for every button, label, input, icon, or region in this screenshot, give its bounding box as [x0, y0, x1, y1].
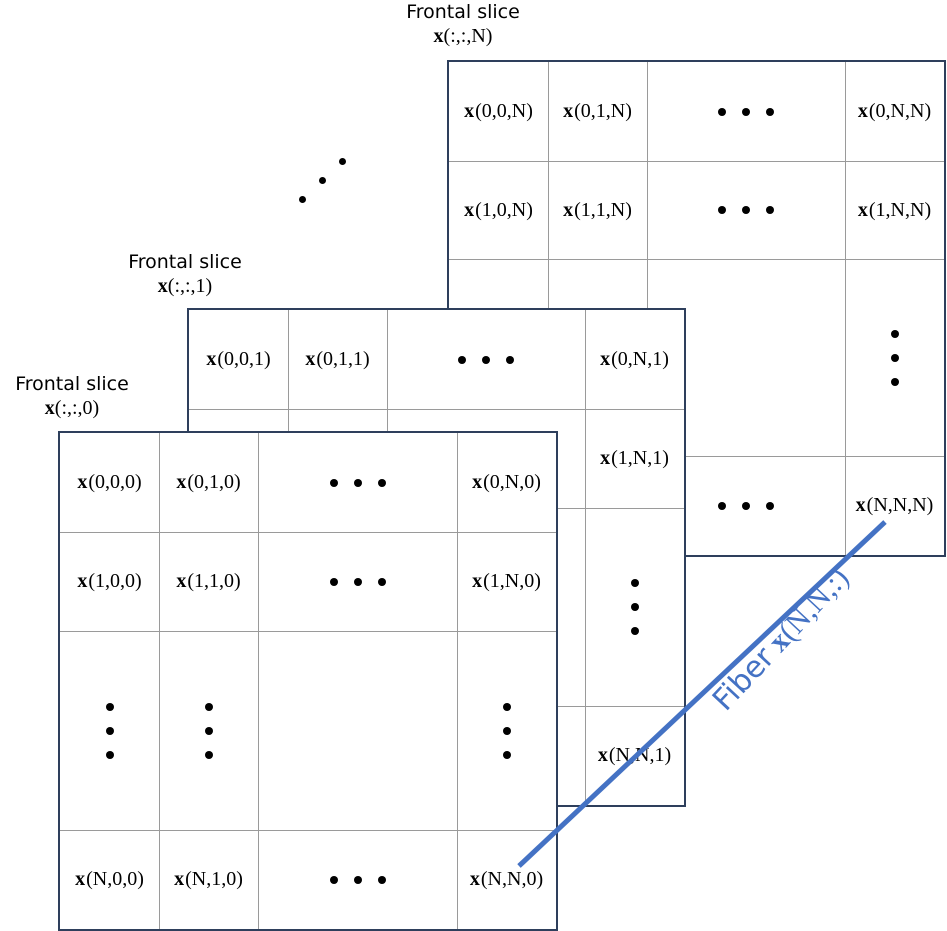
tensor-element: x(0,N,1)	[600, 348, 669, 370]
tensor-element: x(1,0,N)	[464, 198, 533, 221]
tensor-element: x(0,0,N)	[464, 100, 533, 122]
tensor-element: x(0,N,N)	[857, 100, 932, 122]
grid-line-vertical	[585, 310, 586, 805]
tensor-element: x(1,N,N)	[857, 198, 932, 221]
horizontal-ellipsis	[387, 310, 585, 409]
grid-line-horizontal	[60, 830, 556, 831]
horizontal-ellipsis	[647, 62, 845, 161]
grid-line-horizontal	[60, 631, 556, 632]
vertical-ellipsis	[159, 631, 258, 830]
tensor-element: x(0,0,0)	[77, 471, 142, 493]
grid-line-vertical	[258, 433, 259, 929]
horizontal-ellipsis	[258, 433, 457, 532]
grid-line-vertical	[159, 433, 160, 929]
diagonal-dot-1	[339, 158, 346, 165]
tensor-element: x(0,1,0)	[176, 471, 241, 493]
tensor-symbol: x	[433, 25, 444, 47]
slice-title-n-label: Frontal slice	[406, 1, 520, 23]
vertical-ellipsis	[585, 508, 684, 706]
vertical-ellipsis	[60, 631, 159, 830]
tensor-element: x(1,1,N)	[563, 198, 632, 221]
horizontal-ellipsis	[258, 830, 457, 929]
tensor-element: x(1,N,0)	[472, 570, 541, 592]
grid-line-horizontal	[449, 161, 944, 162]
slice-title-0-index: (:,:,0)	[54, 397, 100, 419]
vertical-ellipsis	[845, 259, 944, 456]
tensor-element: x(0,0,1)	[206, 348, 271, 370]
vertical-ellipsis	[457, 631, 556, 830]
slice-title-n: Frontal slice x(:,:,N)	[368, 0, 558, 48]
tensor-symbol: x	[157, 275, 168, 297]
horizontal-ellipsis	[647, 161, 845, 259]
grid-line-horizontal	[60, 532, 556, 533]
slice-title-1: Frontal slice x(:,:,1)	[100, 250, 270, 298]
fiber-line	[517, 520, 887, 868]
tensor-element: x(0,1,N)	[563, 100, 632, 122]
tensor-symbol: x	[44, 397, 55, 419]
tensor-element: x(N,N,0)	[469, 868, 544, 890]
slice-title-n-index: (:,:,N)	[443, 25, 493, 47]
tensor-element: x(0,1,1)	[305, 348, 370, 370]
diagonal-dot-2	[319, 177, 326, 184]
diagonal-dot-3	[299, 196, 306, 203]
tensor-element: x(N,0,0)	[75, 868, 144, 890]
horizontal-ellipsis	[258, 532, 457, 631]
slice-title-1-expr: x(:,:,1)	[100, 274, 270, 298]
tensor-element: x(1,N,1)	[600, 447, 669, 469]
slice-title-1-label: Frontal slice	[128, 251, 242, 273]
slice-title-0: Frontal slice x(:,:,0)	[0, 372, 158, 420]
frontal-slice-0: x(0,0,0) x(0,1,0) x(0,N,0) x(1,0,0) x(1,1,0)…	[58, 431, 558, 931]
tensor-element: x(N,N,N)	[855, 494, 934, 516]
slice-title-0-expr: x(:,:,0)	[0, 396, 158, 420]
tensor-element: x(0,N,0)	[472, 471, 541, 493]
slice-title-1-index: (:,:,1)	[167, 275, 213, 297]
slice-title-n-expr: x(:,:,N)	[368, 24, 558, 48]
grid-line-horizontal	[449, 259, 944, 260]
grid-line-horizontal	[189, 409, 684, 410]
grid-line-horizontal	[449, 456, 944, 457]
tensor-element: x(1,1,0)	[176, 570, 241, 592]
grid-line-vertical	[457, 433, 458, 929]
grid-line-vertical	[845, 62, 846, 555]
tensor-element: x(N,1,0)	[174, 868, 243, 890]
slice-title-0-label: Frontal slice	[15, 373, 129, 395]
horizontal-ellipsis	[647, 456, 845, 555]
tensor-element: x(1,0,0)	[77, 570, 142, 592]
